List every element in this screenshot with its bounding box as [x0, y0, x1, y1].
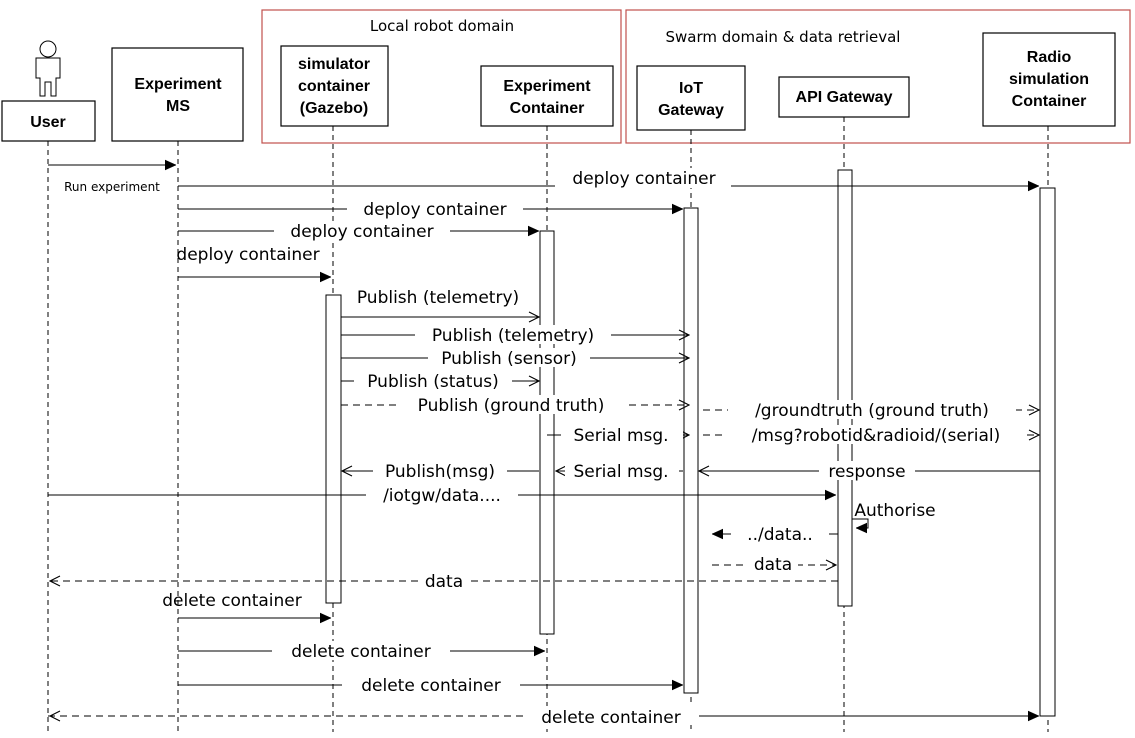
response-label: response — [828, 462, 905, 482]
deploy-sim-label: deploy container — [176, 245, 319, 265]
deploy-radio-label: deploy container — [572, 169, 715, 189]
serial-msg-back-label: Serial msg. — [573, 462, 668, 482]
deploy-exp-label: deploy container — [290, 222, 433, 242]
delete-radio-label: delete container — [541, 708, 681, 728]
experiment-ms-box — [111, 47, 244, 142]
serial-msg-iot-label-bg — [561, 425, 683, 444]
deploy-exp-label-bg — [274, 222, 450, 240]
delete-sim-label: delete container — [162, 591, 302, 611]
radio-label-2: simulation — [1009, 71, 1089, 88]
pub-sensor-label-bg — [428, 348, 590, 367]
deploy-iot-label: deploy container — [363, 200, 506, 220]
experiment-container-label-2: Container — [510, 100, 585, 117]
authorise-arrow — [852, 518, 869, 528]
authorise-label: Authorise — [854, 501, 935, 521]
radio-label-1: Radio — [1027, 49, 1072, 66]
simulator-label-3: (Gazebo) — [300, 100, 368, 117]
iot-gateway-activation — [683, 207, 699, 694]
iot-gateway-label-1: IoT — [679, 80, 703, 97]
user-label: User — [30, 114, 66, 131]
radio-box — [982, 32, 1116, 127]
publish-msg-label: Publish(msg) — [385, 462, 495, 482]
radio-label-3: Container — [1012, 93, 1087, 110]
delete-iot-label-bg — [342, 675, 520, 694]
groundtruth-radio-label-bg — [728, 400, 1016, 419]
delete-iot-label: delete container — [361, 676, 501, 696]
pub-telemetry-iot-label-bg — [415, 325, 611, 344]
experiment-ms-label-2: MS — [166, 98, 190, 115]
data-request-label-bg — [731, 524, 829, 543]
local-robot-domain-label: Local robot domain — [370, 17, 514, 35]
api-gateway-activation — [837, 169, 853, 607]
serial-msg-back-label-bg — [565, 461, 679, 480]
pub-telemetry-iot-label: Publish (telemetry) — [432, 326, 594, 346]
pub-telemetry-exp-label: Publish (telemetry) — [357, 288, 519, 308]
msg-robotid-label-bg — [727, 425, 1027, 444]
simulator-activation — [325, 294, 342, 604]
experiment-container-label-1: Experiment — [503, 78, 591, 95]
iotgw-data-label: /iotgw/data.... — [383, 486, 501, 506]
iot-gateway-label-2: Gateway — [658, 102, 724, 119]
radio-activation — [1039, 187, 1056, 717]
pub-sensor-label: Publish (sensor) — [441, 349, 577, 369]
delete-radio-user-arrowhead — [48, 710, 61, 722]
iot-gateway-box — [636, 65, 746, 131]
deploy-iot-label-bg — [347, 200, 523, 218]
data-response-label-bg — [748, 555, 798, 574]
run-experiment-label: Run experiment — [64, 180, 160, 194]
groundtruth-radio-label: /groundtruth (ground truth) — [755, 401, 989, 421]
user-box — [1, 100, 96, 142]
response-label-bg — [819, 461, 915, 480]
experiment-container-activation — [539, 230, 555, 635]
delete-radio-label-bg — [523, 706, 699, 725]
serial-msg-iot-label: Serial msg. — [573, 426, 668, 446]
delete-exp-label: delete container — [291, 642, 431, 662]
swarm-domain-box — [625, 9, 1131, 144]
api-gateway-label: API Gateway — [796, 89, 893, 106]
data-to-user-label: data — [425, 572, 463, 592]
experiment-ms-label-1: Experiment — [134, 76, 222, 93]
experiment-container-box — [480, 65, 614, 127]
delete-exp-label-bg — [272, 641, 450, 660]
publish-msg-label-bg — [373, 461, 507, 480]
simulator-label-2: container — [298, 78, 370, 95]
pub-status-label: Publish (status) — [367, 372, 499, 392]
pub-ground-truth-label: Publish (ground truth) — [418, 396, 605, 416]
pub-ground-truth-label-bg — [398, 395, 624, 414]
iotgw-data-label-bg — [366, 485, 518, 504]
pub-status-label-bg — [354, 371, 512, 390]
data-response-label: data — [754, 555, 792, 575]
data-to-user-label-bg — [418, 571, 470, 590]
deploy-radio-label-bg — [555, 168, 731, 188]
api-gateway-box — [778, 76, 910, 118]
swarm-domain-label: Swarm domain & data retrieval — [666, 28, 901, 46]
simulator-box — [280, 45, 389, 127]
local-robot-domain-box — [261, 9, 622, 144]
simulator-label-1: simulator — [298, 56, 370, 73]
data-request-label: ../data.. — [747, 525, 813, 545]
msg-robotid-label: /msg?robotid&radioid/(serial) — [752, 426, 1001, 446]
user-actor-icon — [35, 40, 61, 97]
